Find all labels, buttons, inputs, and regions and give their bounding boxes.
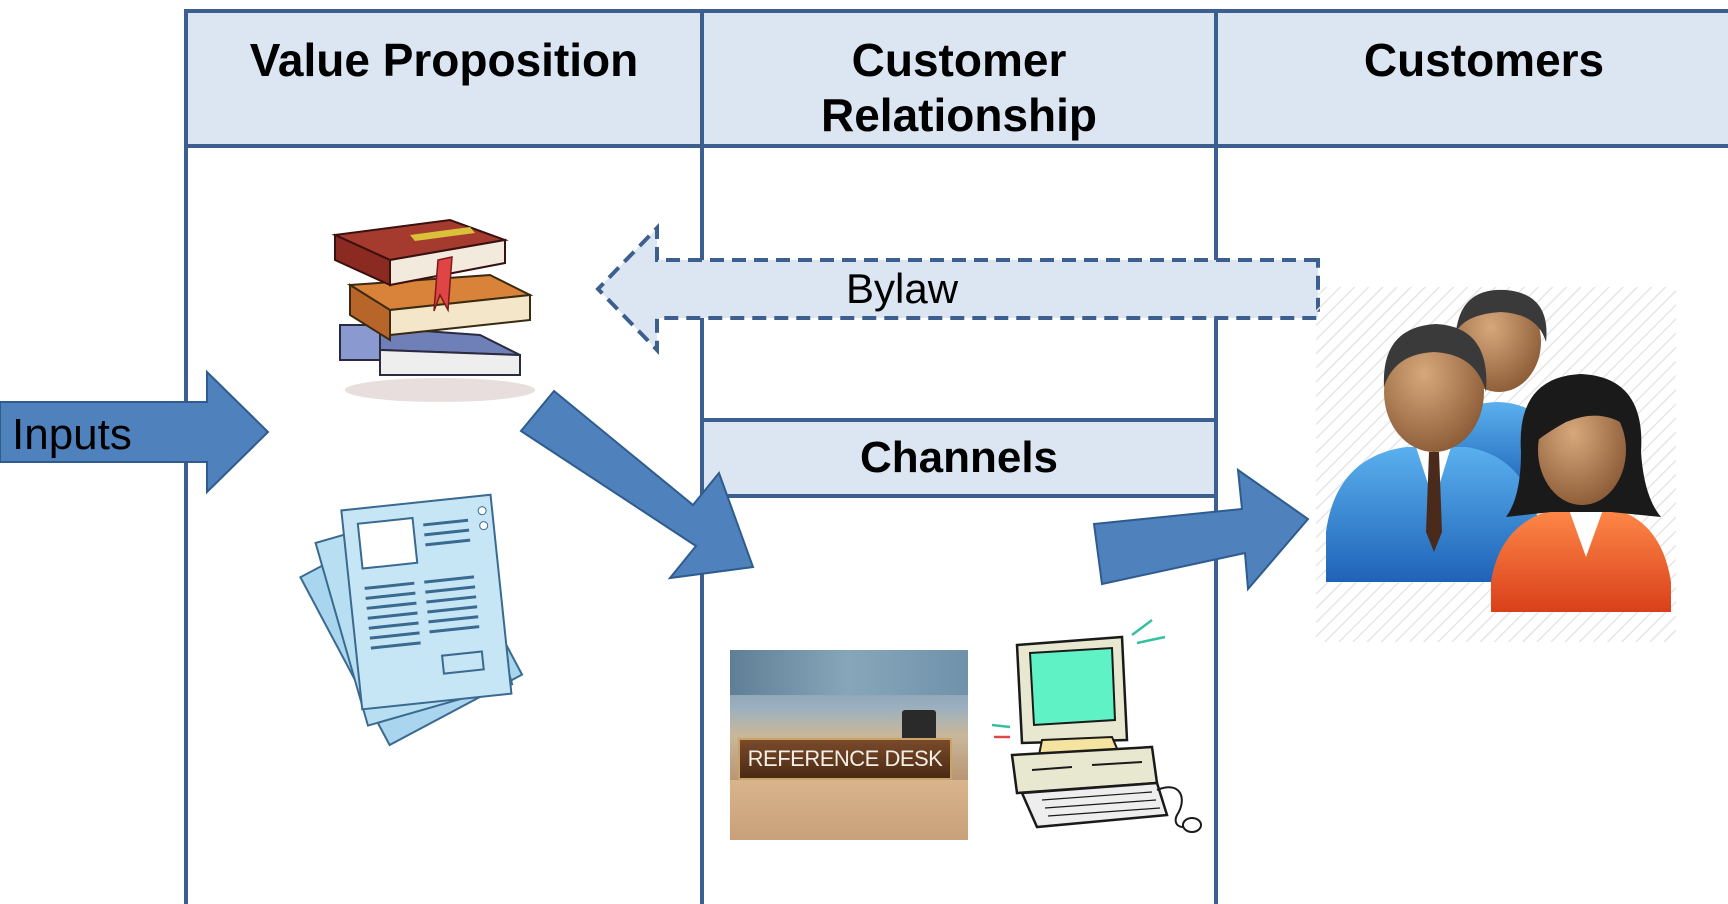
column-line-left (184, 144, 188, 904)
header-customers: Customers (1214, 9, 1728, 148)
header-customers-label: Customers (1363, 34, 1605, 86)
header-value-proposition: Value Proposition (184, 9, 704, 148)
header-customer-relationship: Customer Relationship (700, 9, 1218, 148)
desk-nameplate: REFERENCE DESK (738, 738, 952, 780)
header-customer-relationship-line1: Customer (851, 34, 1067, 86)
inputs-label: Inputs (12, 410, 132, 459)
channels-label: Channels (859, 432, 1059, 482)
computer-icon (991, 619, 1202, 833)
books-icon (331, 218, 535, 402)
header-customer-relationship-line2: Relationship (820, 89, 1098, 142)
documents-icon (299, 493, 524, 747)
bylaw-label: Bylaw (846, 265, 959, 312)
desk-map-wall (730, 650, 968, 695)
desk-nameplate-text: REFERENCE DESK (747, 746, 943, 771)
people-icon (1316, 287, 1676, 642)
header-value-proposition-label: Value Proposition (249, 34, 639, 86)
channels-box: Channels (700, 418, 1218, 498)
reference-desk-photo: REFERENCE DESK (730, 650, 968, 840)
desk-surface (730, 780, 968, 840)
